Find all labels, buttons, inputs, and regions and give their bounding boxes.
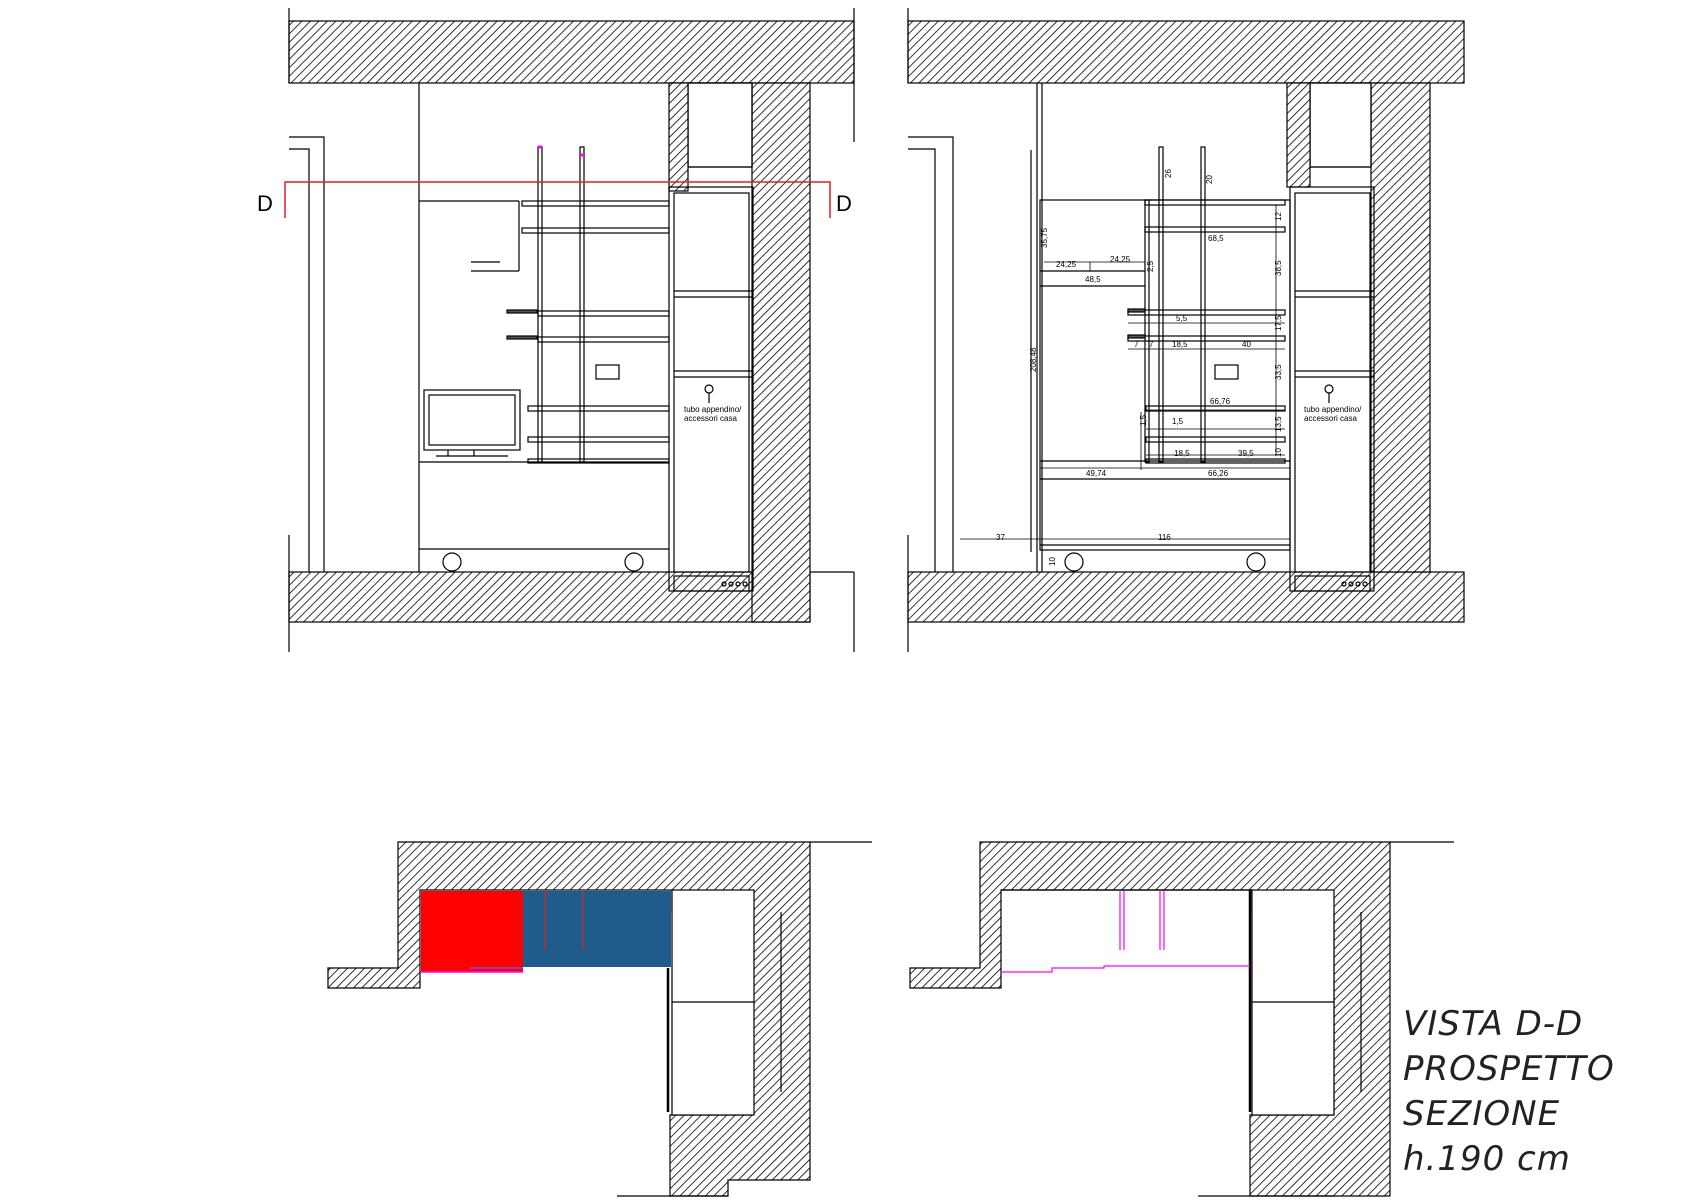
dimension-label: 20 (1205, 175, 1214, 184)
dimension-label: 5,5 (1176, 314, 1188, 323)
dimension-label: 33,5 (1274, 364, 1283, 380)
floor-slab (907, 571, 1465, 623)
tv-screen (423, 389, 521, 451)
left-elevation (284, 8, 855, 652)
dimension-label: 1,5 (1139, 414, 1148, 426)
title-line-1: VISTA D-D (1403, 1004, 1584, 1044)
right-plan (909, 841, 1454, 1197)
dimension-label: 66,76 (1210, 397, 1231, 406)
left-wall-pier (668, 82, 689, 192)
dimension-label: 68,5 (1208, 234, 1224, 243)
dimension-label: 35,75 (1040, 227, 1049, 248)
wheel-icon (442, 552, 462, 572)
dimension-label: 12 (1274, 212, 1283, 221)
dimension-label: 116 (1158, 533, 1171, 542)
wardrobe-unit (668, 186, 754, 592)
ceiling-slab (288, 20, 855, 84)
dimension-label: 24,25 (1056, 260, 1077, 269)
dimension-label: 24,25 (1110, 255, 1131, 264)
blue-block (523, 891, 671, 967)
drawing-title: VISTA D-D PROSPETTO SEZIONE h.190 cm (1403, 1002, 1615, 1182)
dimension-label: 38,5 (1274, 260, 1283, 276)
dimension-label: 1,5 (1172, 417, 1184, 426)
title-line-2: PROSPETTO (1403, 1049, 1615, 1089)
dimension-label: 26 (1164, 169, 1173, 178)
section-marker-left: D (257, 191, 273, 216)
section-cut-line (284, 181, 831, 218)
wheel-icon (1246, 552, 1266, 572)
dimension-label: 7 (1134, 340, 1139, 349)
floor-slab (288, 571, 811, 623)
dimension-label: 18,5 (1172, 340, 1188, 349)
wheel-icon (624, 552, 644, 572)
dimension-label: 7 (1149, 340, 1154, 349)
window-hole (687, 82, 753, 168)
dimension-label: 48,5 (1085, 275, 1101, 284)
hanger-label-line1: tubo appendino/ (684, 405, 742, 414)
left-plan (327, 841, 872, 1197)
dimension-label: 66,26 (1208, 469, 1229, 478)
ceiling-slab (907, 20, 1465, 84)
red-block (421, 891, 523, 972)
section-marker-right: D (836, 191, 852, 216)
hanger-label-line1: tubo appendino/ (1304, 405, 1362, 414)
right-elevation (907, 8, 1465, 652)
hanger-label-line2: accessori casa (1304, 414, 1357, 423)
dimension-label: 10 (1048, 557, 1057, 566)
dimension-label: 208,48 (1029, 347, 1038, 372)
dimension-label: 17,5 (1274, 315, 1283, 331)
dimension-label: 49,74 (1086, 469, 1107, 478)
title-line-3: SEZIONE (1403, 1094, 1561, 1134)
dimension-label: 13,5 (1274, 416, 1283, 432)
dimension-label: 39,5 (1238, 449, 1254, 458)
wardrobe-unit (1289, 186, 1375, 592)
dimension-label: 2,5 (1146, 260, 1155, 272)
dimension-label: 10 (1274, 448, 1283, 457)
dimension-label: 18,5 (1174, 449, 1190, 458)
title-line-4: h.190 cm (1403, 1139, 1571, 1179)
hanger-label-line2: accessori casa (684, 414, 737, 423)
dimension-label: 40 (1242, 340, 1251, 349)
wheel-icon (1064, 552, 1084, 572)
dimension-label: 37 (996, 533, 1005, 542)
